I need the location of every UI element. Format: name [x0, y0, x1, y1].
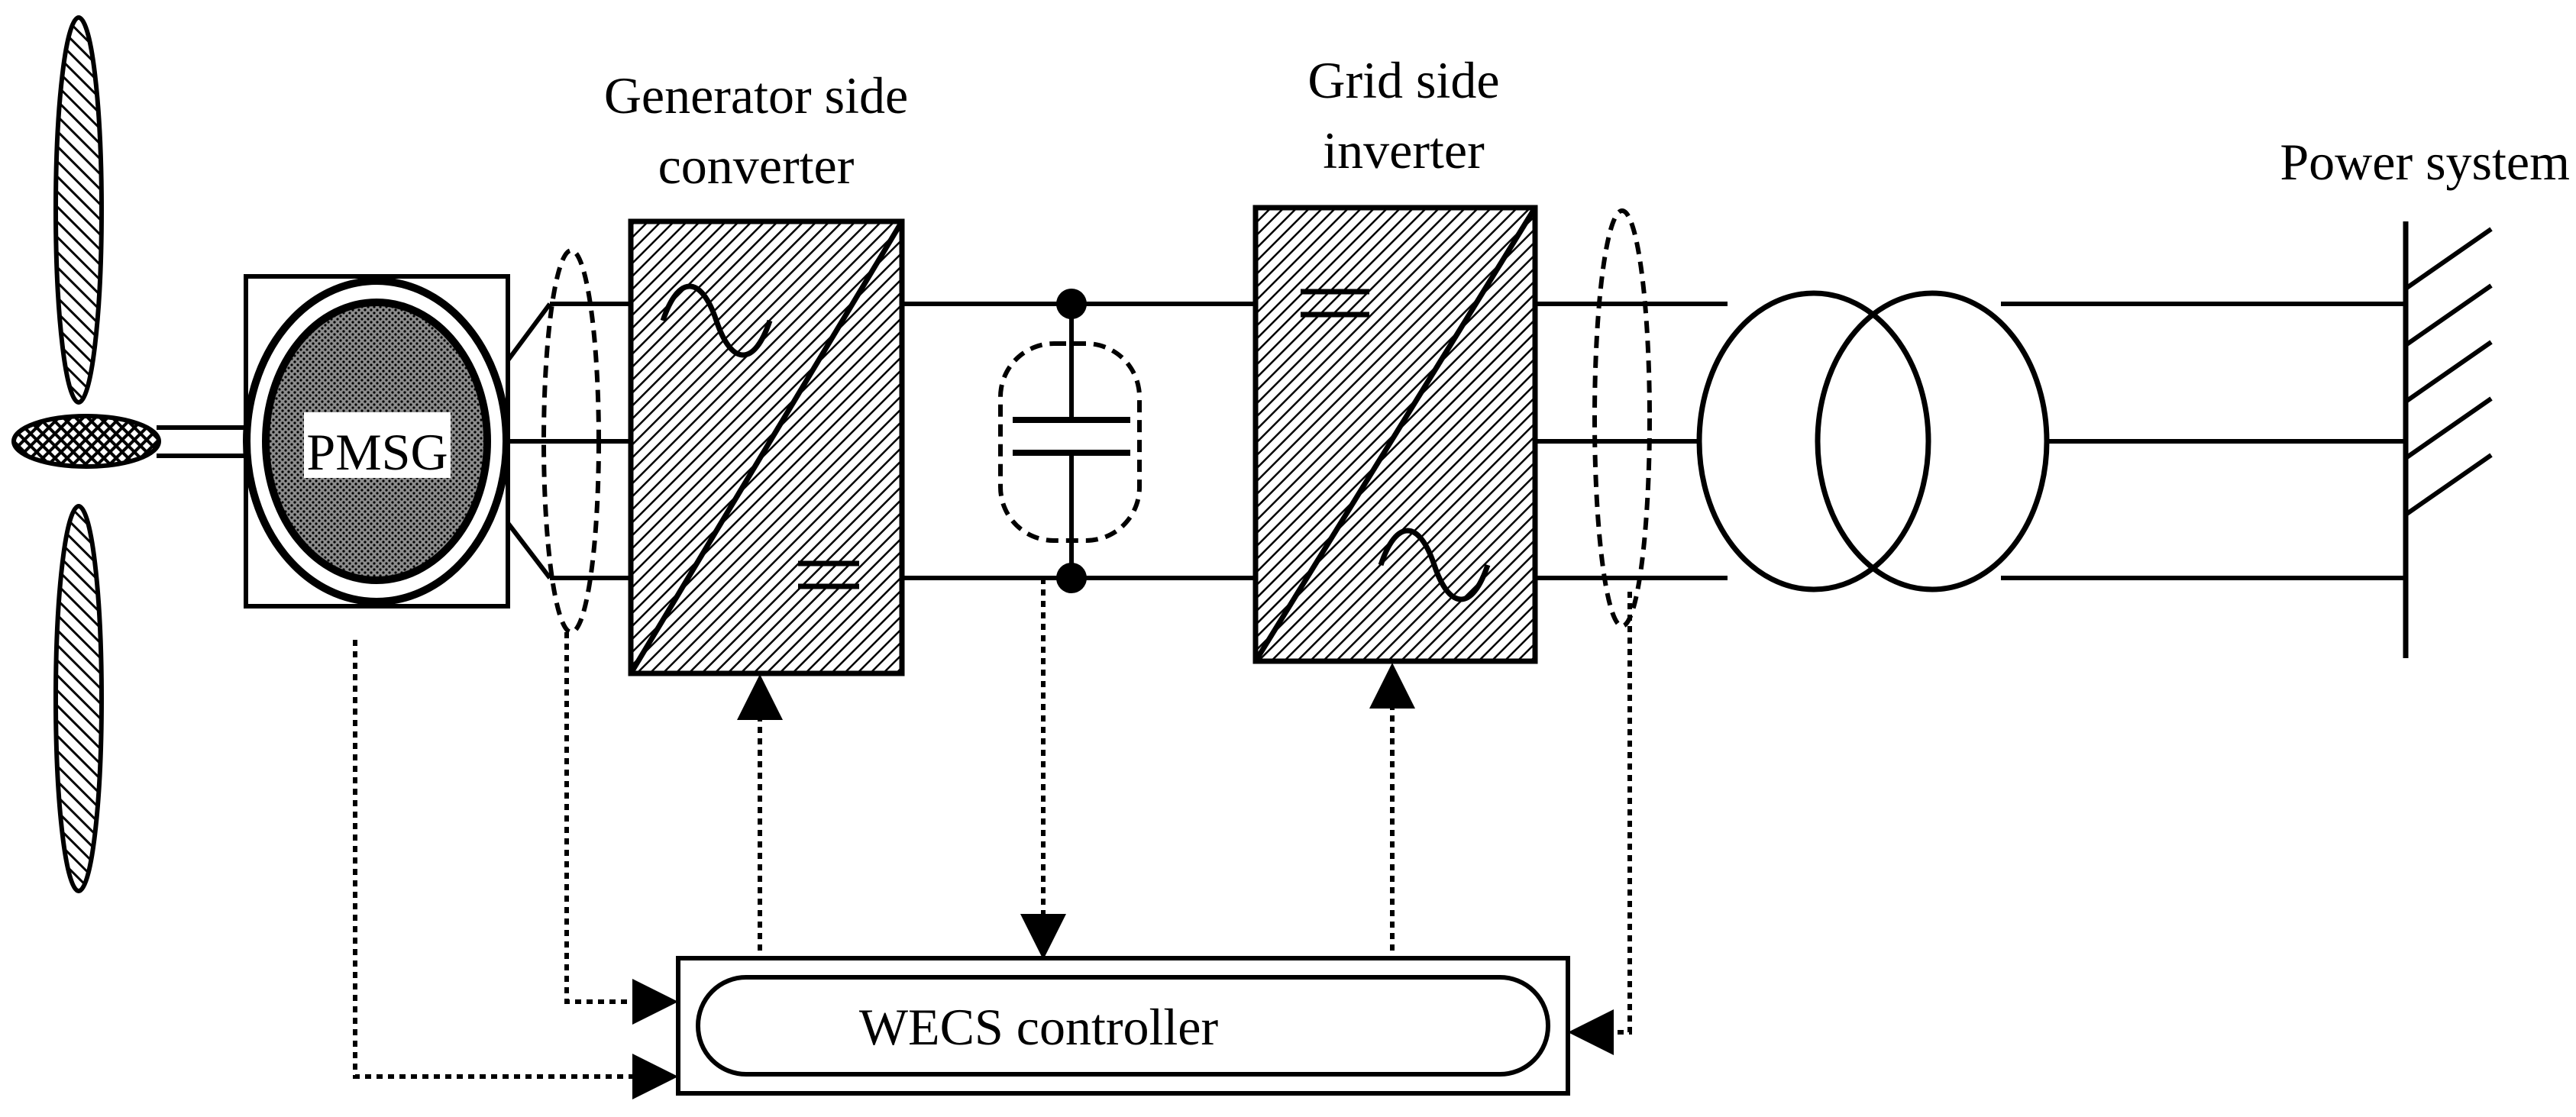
generator-measurement-ellipse — [541, 248, 601, 634]
signal-pmsg-to-controller — [353, 640, 678, 1099]
signal-generator-current — [564, 632, 678, 1025]
grid-side-label-line2: inverter — [1323, 121, 1485, 179]
ac-sine-symbol-icon — [1378, 528, 1491, 602]
signal-grid-measurement — [1568, 592, 1632, 1055]
generator-side-label-line2: converter — [658, 137, 855, 195]
generator-output-lines — [506, 302, 631, 580]
ac-sine-symbol-icon — [660, 283, 773, 358]
control-signals — [353, 578, 1632, 1099]
dc-equal-symbol-icon — [1301, 289, 1369, 318]
grid-ground-icon — [2403, 221, 2493, 658]
grid-measurement-ellipse — [1592, 208, 1652, 628]
grid-side-label-line1: Grid side — [1307, 51, 1499, 109]
wecs-controller — [676, 956, 1570, 1096]
generator-side-converter — [628, 218, 905, 676]
turbine-shaft — [157, 425, 246, 458]
grid-lines — [2001, 302, 2406, 580]
transformer-icon — [1696, 290, 2050, 592]
pmsg-label: PMSG — [306, 423, 448, 481]
dc-equal-symbol-icon — [798, 560, 859, 589]
grid-side-inverter — [1252, 205, 1538, 664]
power-system-label: Power system — [2280, 133, 2570, 191]
capacitor-icon — [998, 289, 1142, 593]
generator-side-label-line1: Generator side — [604, 66, 908, 124]
inverter-output-lines — [1535, 302, 1728, 580]
pmsg-generator — [243, 274, 510, 609]
controller-label: WECS controller — [859, 998, 1219, 1056]
wind-turbine-blades-icon — [11, 15, 161, 893]
